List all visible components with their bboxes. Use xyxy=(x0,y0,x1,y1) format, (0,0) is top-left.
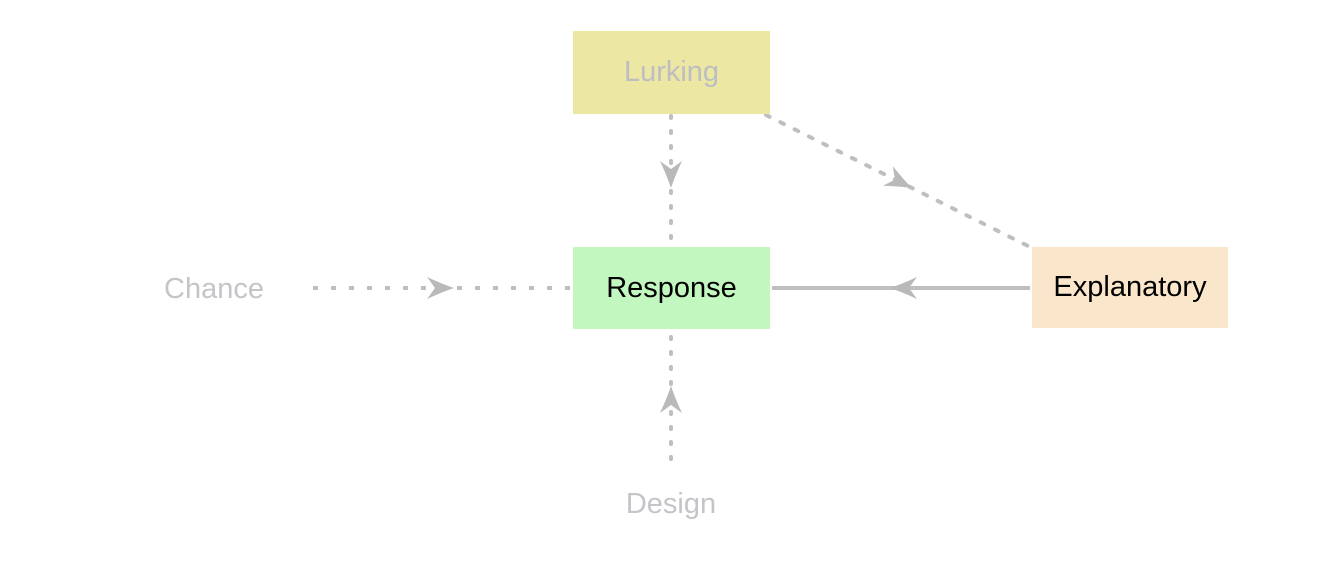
edge-lurking-response xyxy=(660,114,682,247)
label-chance-text: Chance xyxy=(164,273,264,305)
label-design-text: Design xyxy=(625,488,717,520)
label-chance[interactable]: Chance xyxy=(112,275,316,304)
edge-explanatory-response-arrowhead-icon xyxy=(890,277,917,299)
node-response[interactable]: Response xyxy=(573,247,770,329)
edge-chance-response xyxy=(313,277,571,299)
edge-lurking-response-arrowhead-icon xyxy=(660,161,682,188)
node-explanatory[interactable]: Explanatory xyxy=(1032,247,1228,328)
node-response-label: Response xyxy=(606,271,737,304)
edge-lurking-explanatory-arrowhead-icon xyxy=(882,166,912,188)
edge-design-response xyxy=(660,330,682,461)
label-design[interactable]: Design xyxy=(569,490,773,519)
edge-explanatory-response xyxy=(772,277,1030,299)
node-lurking[interactable]: Lurking xyxy=(573,31,770,114)
node-lurking-label: Lurking xyxy=(623,56,720,88)
node-explanatory-label: Explanatory xyxy=(1053,271,1207,303)
edge-chance-response-arrowhead-icon xyxy=(427,277,454,299)
edge-lurking-explanatory xyxy=(764,113,1036,251)
edge-design-response-arrowhead-icon xyxy=(660,386,682,413)
